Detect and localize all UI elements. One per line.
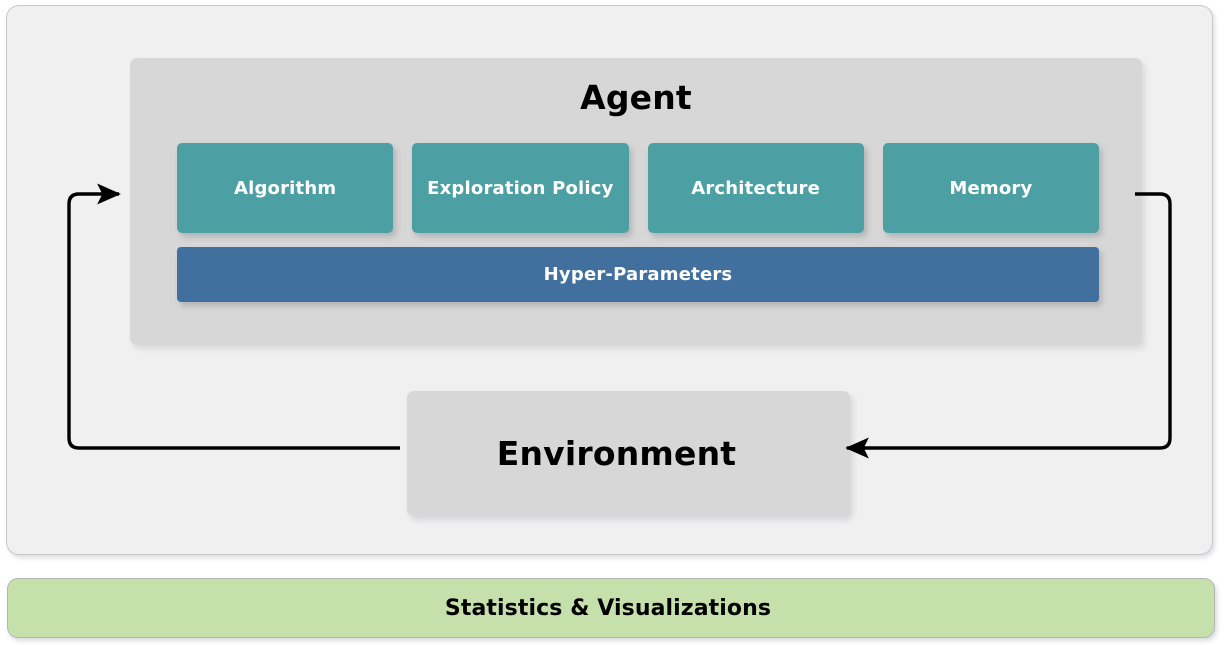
agent-component-label: Architecture bbox=[691, 177, 821, 199]
environment-block[interactable]: Environment bbox=[407, 391, 850, 516]
environment-label: Environment bbox=[496, 434, 737, 473]
hyper-parameters-label: Hyper-Parameters bbox=[543, 264, 733, 285]
agent-component-label: Memory bbox=[949, 177, 1033, 199]
agent-component-label: Algorithm bbox=[233, 177, 337, 199]
agent-component-exploration-policy[interactable]: Exploration Policy bbox=[412, 143, 629, 233]
statistics-visualizations-label: Statistics & Visualizations bbox=[444, 595, 772, 621]
system-panel: Agent Algorithm Exploration Policy Archi… bbox=[6, 5, 1213, 555]
agent-panel[interactable]: Agent Algorithm Exploration Policy Archi… bbox=[130, 58, 1142, 345]
agent-title: Agent bbox=[580, 78, 692, 117]
hyper-parameters-bar[interactable]: Hyper-Parameters bbox=[177, 247, 1099, 302]
agent-component-label: Exploration Policy bbox=[427, 177, 614, 199]
statistics-visualizations-bar[interactable]: Statistics & Visualizations bbox=[7, 578, 1215, 638]
agent-component-architecture[interactable]: Architecture bbox=[647, 143, 864, 233]
agent-component-algorithm[interactable]: Algorithm bbox=[177, 143, 394, 233]
agent-component-memory[interactable]: Memory bbox=[882, 143, 1099, 233]
agent-component-row: Algorithm Exploration Policy Architectur… bbox=[177, 143, 1099, 233]
